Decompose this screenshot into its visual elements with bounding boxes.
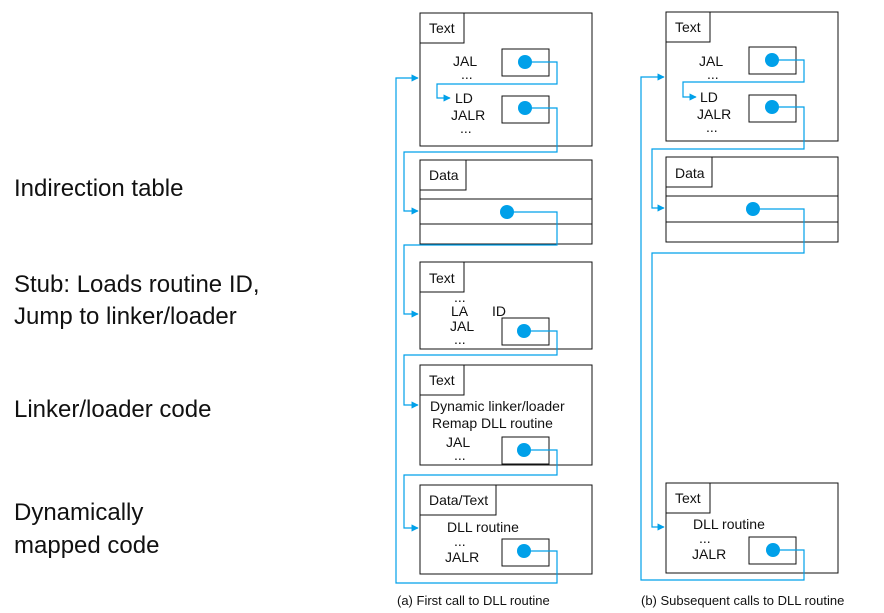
diagram-b: Text JAL ... LD JALR ... Data Text DLL r… [640,11,844,608]
a-data-tab: Data [429,167,459,183]
b-caption: (b) Subsequent calls to DLL routine [641,593,844,608]
a-dll-tab: Data/Text [429,492,488,508]
b-dll-dots: ... [699,530,711,546]
a-stub-dots2: ... [454,331,466,347]
a-text-ld: LD [455,90,473,106]
a-caption: (a) First call to DLL routine [397,593,550,608]
b-text-jal: JAL [699,53,723,69]
a-text-jal: JAL [453,53,477,69]
a-dll-segment [419,484,593,575]
a-linker-dots: ... [454,447,466,463]
a-linker-segment [419,364,593,466]
b-dll-name: DLL routine [693,516,765,532]
a-linker-tab: Text [429,372,455,388]
a-text-dots2: ... [460,120,472,136]
label-indirection-table: Indirection table [14,175,184,202]
label-dynamic-line2: mapped code [14,532,160,559]
b-flow-lines [640,59,805,581]
a-dll-name: DLL routine [447,519,519,535]
b-dll-tab: Text [675,490,701,506]
a-flow-lines [395,61,558,584]
label-stub-line2: Jump to linker/loader [14,303,237,330]
b-pointer-dots [746,53,780,557]
a-linker-line1: Dynamic linker/loader [430,398,565,414]
a-text-tab: Text [429,20,455,36]
a-pointer-dots [500,55,532,558]
b-data-tab: Data [675,165,705,181]
a-stub-id: ID [492,303,506,319]
a-linker-line2: Remap DLL routine [432,415,553,431]
a-dll-dots: ... [454,533,466,549]
a-text-jalr: JALR [451,107,485,123]
label-dynamic-line1: Dynamically [14,499,144,526]
b-text-dots1: ... [707,66,719,82]
a-linker-jal: JAL [446,434,470,450]
b-text-tab: Text [675,19,701,35]
diagram-a: Text JAL ... LD JALR ... Data Text ... L… [395,12,593,608]
label-stub-line1: Stub: Loads routine ID, [14,271,260,298]
b-data-segment [665,156,839,243]
a-stub-jal: JAL [450,318,474,334]
label-linker-loader-code: Linker/loader code [14,396,212,423]
b-text-dots2: ... [706,119,718,135]
b-text-jalr: JALR [697,106,731,122]
a-text-dots1: ... [461,66,473,82]
a-data-segment [419,159,593,245]
a-dll-jalr: JALR [445,549,479,565]
b-text-segment [665,11,839,142]
a-stub-la: LA [451,303,469,319]
b-text-ld: LD [700,89,718,105]
a-stub-dots1: ... [454,289,466,305]
a-stub-tab: Text [429,270,455,286]
b-dll-jalr: JALR [692,546,726,562]
